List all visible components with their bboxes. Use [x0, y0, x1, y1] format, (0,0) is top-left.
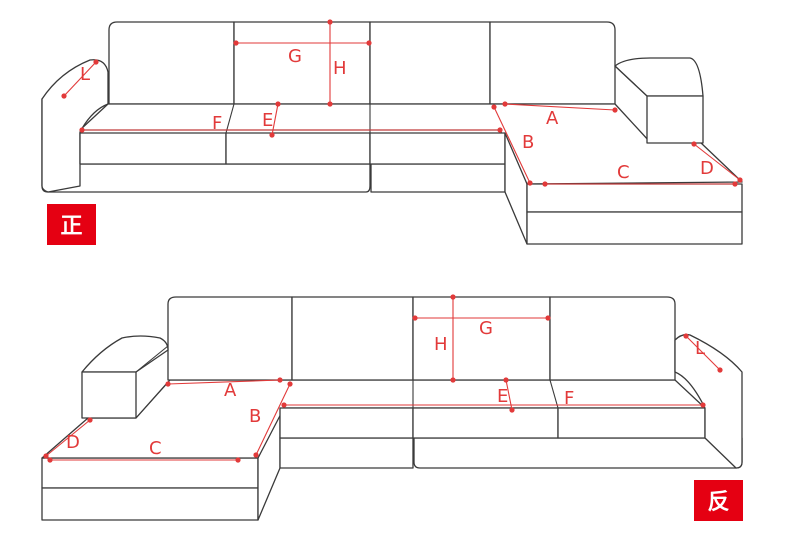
- dim-A-line-rev: [165, 377, 283, 387]
- dim-C-line-rev: [47, 457, 241, 463]
- label-L: L: [80, 64, 90, 85]
- base-middle: [370, 163, 506, 193]
- seat-front-2: [225, 132, 371, 165]
- labels-reverse: G H L F E A B C D: [66, 318, 705, 459]
- label-A: A: [546, 108, 559, 129]
- dim-D-line-rev: [43, 417, 93, 459]
- back-cushion-4-rev: [549, 296, 676, 381]
- chaise-front-top: [526, 183, 743, 213]
- dim-L-line: [61, 59, 99, 99]
- dim-C-line: [542, 181, 738, 187]
- chaise-front-top-rev: [41, 457, 259, 489]
- arm-right-front: [646, 95, 704, 144]
- badge-front: 正: [47, 204, 96, 245]
- base-right-rev: [413, 437, 743, 469]
- label-E-rev: E: [497, 386, 508, 407]
- arm-left-front-rev: [81, 371, 137, 419]
- badge-reverse-text: 反: [707, 490, 729, 515]
- dim-A-line: [502, 101, 618, 113]
- label-L-rev: L: [695, 338, 705, 359]
- back-cushion-2: [233, 21, 371, 105]
- label-C: C: [617, 162, 630, 183]
- label-D: D: [700, 158, 714, 179]
- label-F: F: [212, 113, 222, 134]
- dim-G-line-rev: [412, 315, 551, 321]
- label-H-rev: H: [434, 334, 448, 355]
- labels-front: L G H F E A B C D: [80, 46, 714, 183]
- chaise-front-bottom: [526, 211, 743, 245]
- back-cushion-3: [369, 21, 491, 105]
- arm-left-top-rev: [81, 335, 169, 373]
- base-middle-rev: [279, 437, 414, 469]
- back-cushion-2-rev: [291, 296, 414, 381]
- badge-front-text: 正: [60, 214, 82, 239]
- dim-E-line-rev: [503, 377, 515, 413]
- label-D-rev: D: [66, 432, 80, 453]
- seat-front-3-rev: [557, 407, 706, 439]
- back-cushion-4: [489, 21, 616, 105]
- seat-front-1: [79, 132, 227, 165]
- label-B-rev: B: [249, 406, 261, 427]
- sofa-reverse: [41, 296, 743, 521]
- dim-H-line: [327, 19, 333, 107]
- sofa-front: [41, 21, 743, 245]
- chaise-front-bottom-rev: [41, 487, 259, 521]
- label-A-rev: A: [224, 380, 237, 401]
- dim-L-line-rev: [683, 333, 723, 373]
- label-E: E: [262, 110, 273, 131]
- label-F-rev: F: [564, 388, 574, 409]
- dim-G-line: [233, 40, 372, 46]
- dim-F-line-rev: [281, 402, 706, 408]
- label-G-rev: G: [479, 318, 493, 339]
- dim-E-line: [269, 101, 281, 138]
- dimensions-reverse: [43, 294, 723, 463]
- badge-reverse: 反: [694, 480, 743, 521]
- seat-front-1-rev: [279, 407, 414, 439]
- label-G: G: [288, 46, 302, 67]
- dimensions-front: [61, 19, 743, 187]
- label-C-rev: C: [149, 438, 162, 459]
- dim-D-line: [691, 141, 743, 183]
- label-B: B: [522, 132, 534, 153]
- dim-B-line-rev: [253, 381, 293, 458]
- seat-front-2-rev: [412, 407, 559, 439]
- back-cushion-1: [108, 21, 235, 105]
- dim-F-line: [79, 127, 503, 133]
- dim-H-line-rev: [450, 294, 456, 383]
- back-cushion-1-rev: [167, 296, 293, 381]
- arm-right-top: [614, 57, 704, 97]
- seat-front-3: [369, 132, 506, 165]
- label-H: H: [333, 58, 347, 79]
- dim-B-line: [491, 104, 533, 186]
